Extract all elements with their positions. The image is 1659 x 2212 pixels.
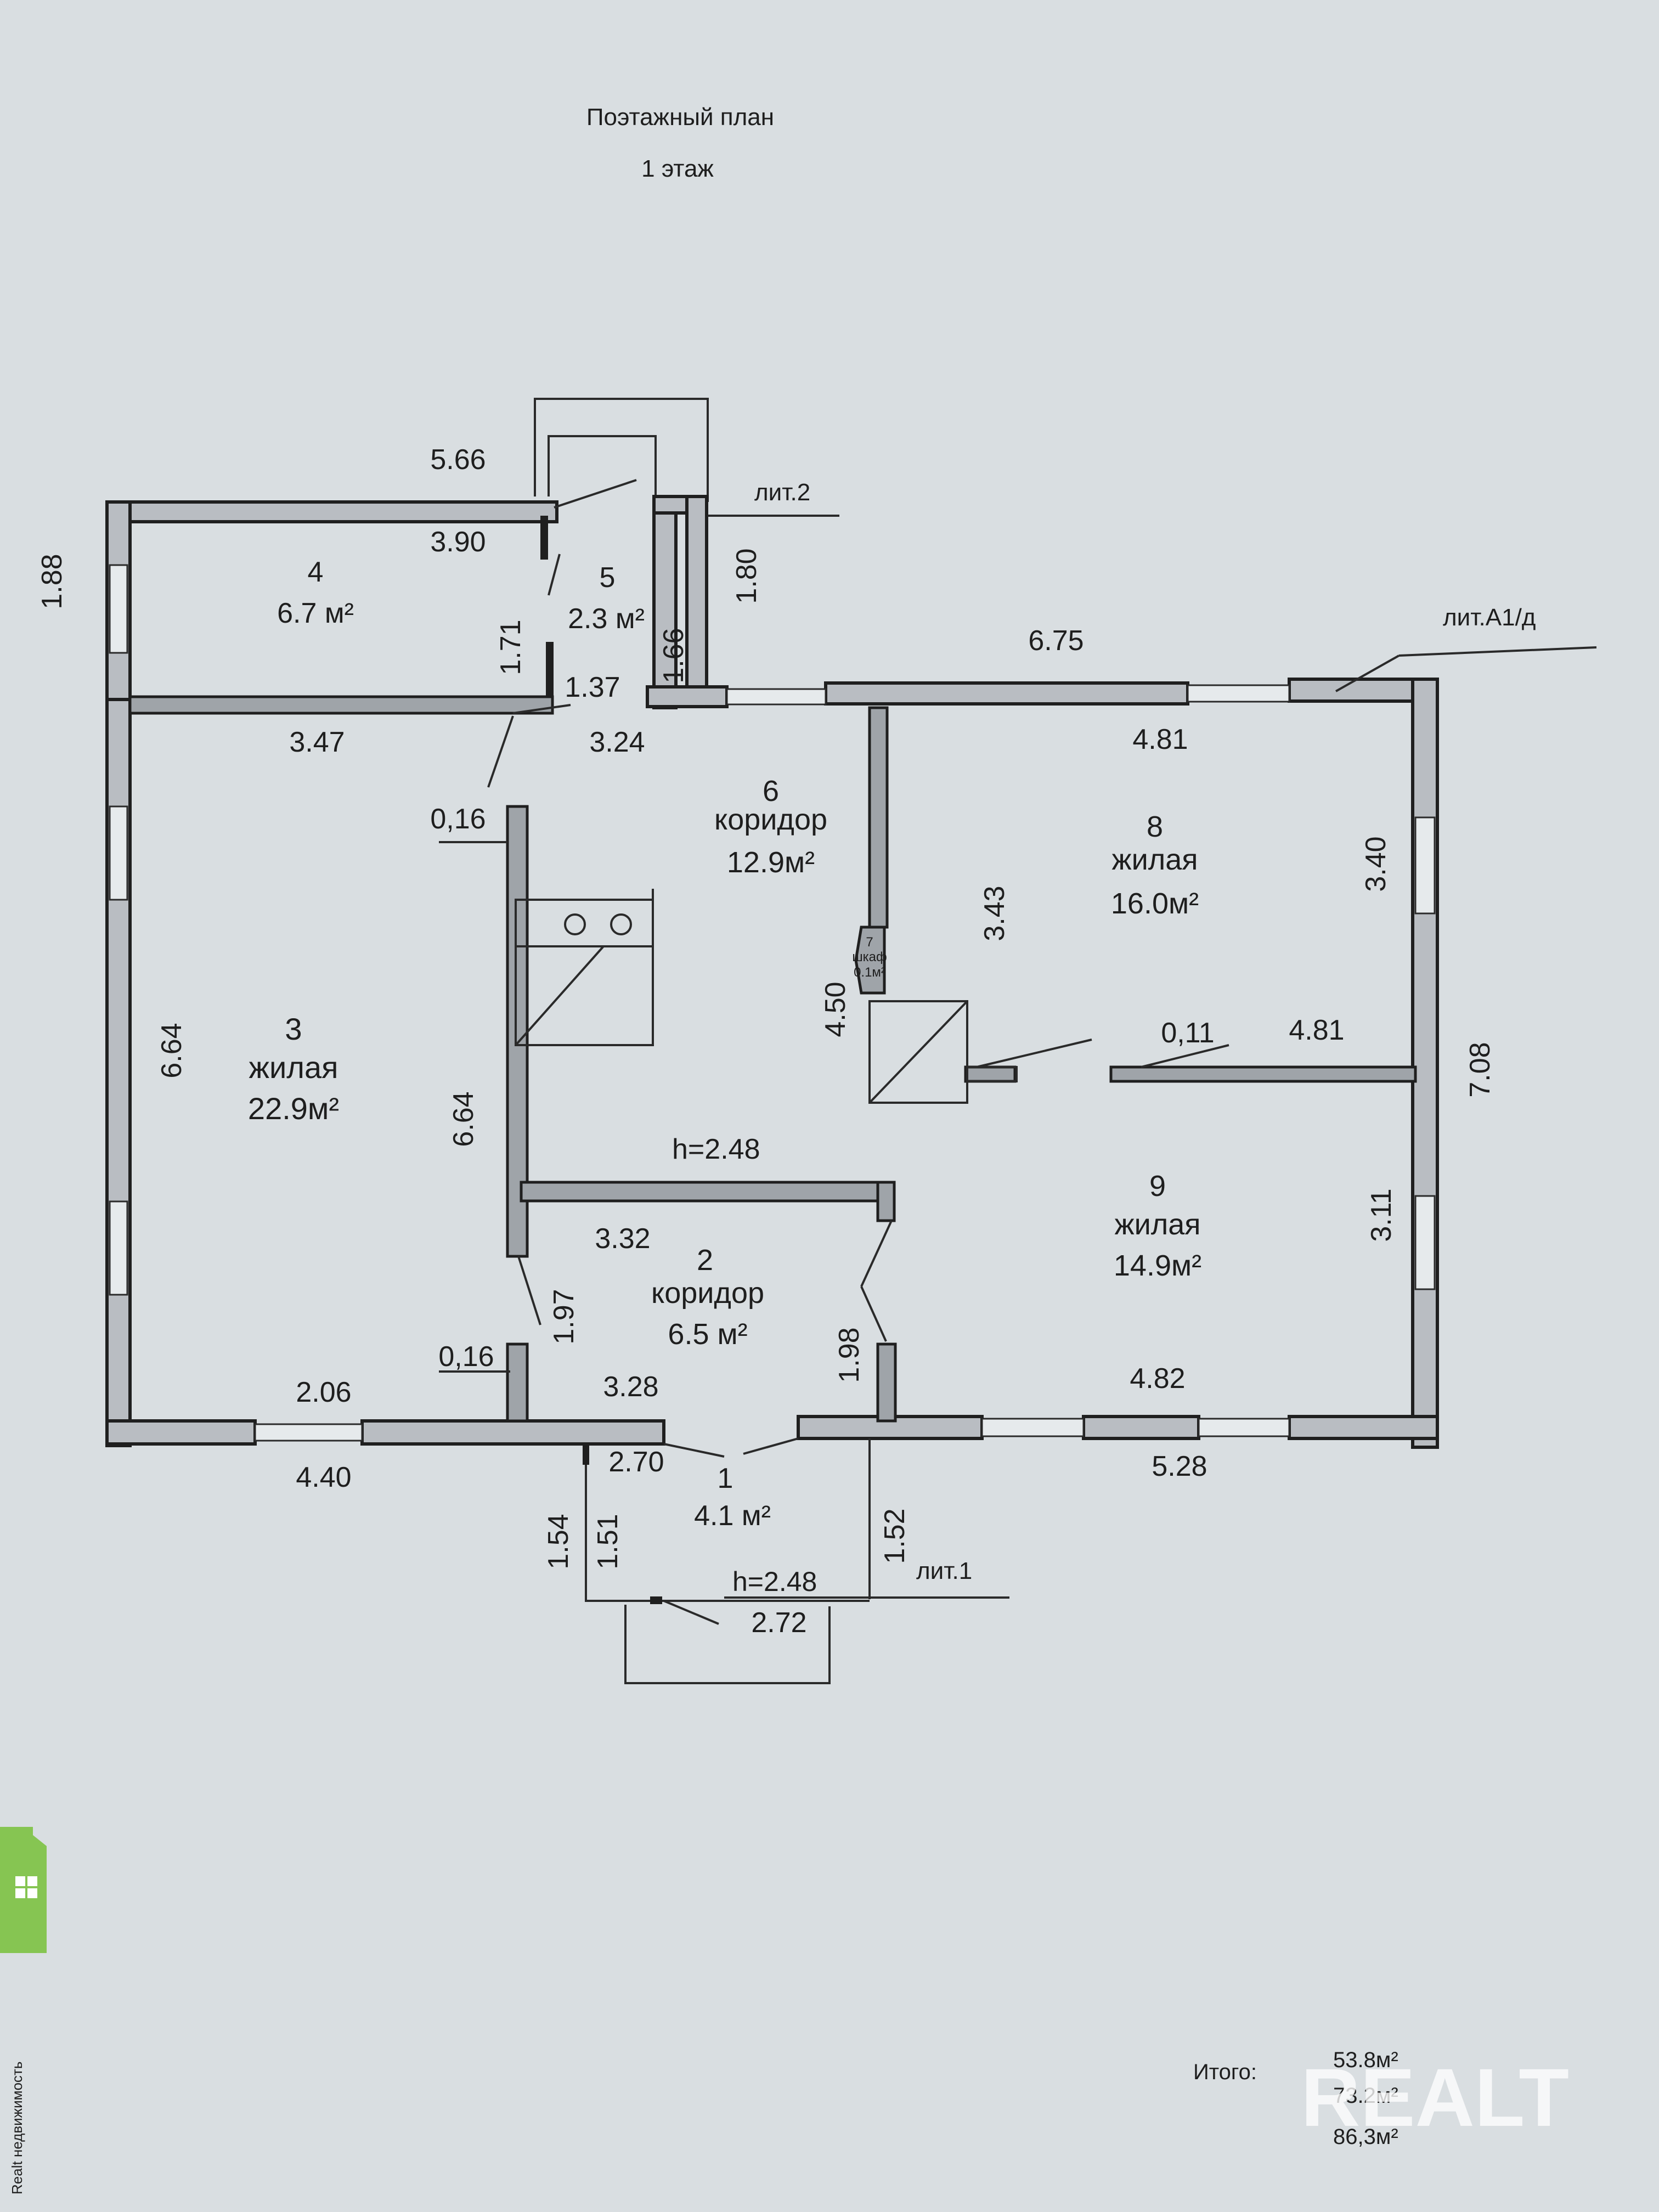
dim-4-81-top: 4.81 xyxy=(1132,724,1188,755)
room-2-name: коридор xyxy=(651,1277,764,1310)
dim-6-64-left: 6.64 xyxy=(156,1023,188,1078)
room-1-area: 4.1 м² xyxy=(694,1500,771,1532)
room-3-number: 3 xyxy=(285,1012,302,1046)
dim-1-88: 1.88 xyxy=(36,554,68,609)
dim-1-97: 1.97 xyxy=(548,1289,580,1344)
room-3-name: жилая xyxy=(249,1050,338,1085)
room-6-area: 12.9м² xyxy=(727,846,815,879)
realt-watermark: REALT xyxy=(1301,2051,1569,2143)
realt-side-text: Realt недвижимость xyxy=(9,2062,25,2194)
dim-5-66: 5.66 xyxy=(430,444,486,476)
room-5-area: 2.3 м² xyxy=(568,603,645,635)
exterior-walls xyxy=(105,495,1439,1449)
room-9-area: 14.9м² xyxy=(1114,1249,1201,1282)
dim-0-16-top: 0,16 xyxy=(430,803,486,835)
room-9-number: 9 xyxy=(1149,1170,1166,1203)
dim-4-81-mid: 4.81 xyxy=(1289,1014,1344,1046)
dim-1-66: 1.66 xyxy=(658,628,690,683)
dim-3-47: 3.47 xyxy=(289,726,345,758)
room-2-label: 2 коридор 6.5 м² xyxy=(651,1244,764,1351)
dim-3-28: 3.28 xyxy=(603,1371,658,1403)
dim-4-50: 4.50 xyxy=(820,981,851,1037)
room-8-label: 8 жилая 16.0м² xyxy=(1111,810,1199,920)
dim-4-40: 4.40 xyxy=(296,1462,351,1493)
room-2-area: 6.5 м² xyxy=(668,1318,747,1351)
room-7-number: 7 xyxy=(866,935,873,950)
dim-3-40: 3.40 xyxy=(1360,836,1392,891)
dim-2-72: 2.72 xyxy=(751,1607,806,1639)
dimension-labels: 5.66 3.90 1.37 6.75 3.47 3.24 4.81 0,16 … xyxy=(289,444,1344,1639)
room-8-area: 16.0м² xyxy=(1111,887,1199,920)
dim-1-52: 1.52 xyxy=(879,1508,911,1564)
interior-walls xyxy=(128,516,1417,1423)
porch-top-outline xyxy=(534,398,709,502)
room-1-label: 1 4.1 м² xyxy=(694,1463,771,1532)
dim-1-98: 1.98 xyxy=(833,1327,865,1383)
dim-1-71: 1.71 xyxy=(495,619,527,675)
dim-1-37: 1.37 xyxy=(565,672,620,703)
dim-1-51: 1.51 xyxy=(592,1514,624,1569)
room-1-number: 1 xyxy=(718,1463,733,1494)
lit-a1d-label: лит.А1/д xyxy=(1443,604,1536,631)
windows xyxy=(109,564,1436,1442)
total-overall-area: 86,3м² xyxy=(1333,2125,1398,2149)
dim-5-28: 5.28 xyxy=(1152,1451,1207,1482)
room-4-number: 4 xyxy=(308,556,324,588)
dim-0-16-bottom: 0,16 xyxy=(438,1341,494,1373)
room-3-area: 22.9м² xyxy=(248,1091,339,1126)
dim-6-75: 6.75 xyxy=(1028,625,1084,657)
dim-2-70: 2.70 xyxy=(608,1446,664,1478)
dim-4-82: 4.82 xyxy=(1130,1363,1185,1395)
stove xyxy=(515,889,654,1046)
room-7-label: 7 шкаф 0.1м² xyxy=(852,935,887,980)
room-8-number: 8 xyxy=(1147,810,1163,843)
stove-2 xyxy=(868,1000,1018,1104)
room-7-name: шкаф xyxy=(852,950,887,964)
dim-2-06: 2.06 xyxy=(296,1376,351,1408)
totals-label: Итого: xyxy=(1193,2060,1257,2084)
dim-6-64-right: 6.64 xyxy=(448,1091,479,1147)
lit-2-label: лит.2 xyxy=(754,479,810,506)
room-4-area: 6.7 м² xyxy=(277,597,354,629)
realt-side-logo xyxy=(0,1827,47,1953)
total-living-area: 53.8м² xyxy=(1333,2048,1398,2072)
dim-1-80: 1.80 xyxy=(731,548,763,603)
ceiling-height-main: h=2.48 xyxy=(672,1133,760,1165)
room-6-number: 6 xyxy=(763,775,779,808)
room-5-label: 5 2.3 м² xyxy=(568,562,645,635)
entrance-porch xyxy=(583,1437,871,1684)
leader-lines xyxy=(439,479,1597,1599)
room-6-name: коридор xyxy=(714,803,827,836)
dim-3-24: 3.24 xyxy=(589,726,645,758)
room-3-label: 3 жилая 22.9м² xyxy=(248,1012,339,1126)
room-4-label: 4 6.7 м² xyxy=(277,556,354,629)
room-9-name: жилая xyxy=(1114,1208,1200,1241)
room-7-area: 0.1м² xyxy=(854,965,885,980)
totals: Итого: 53.8м² 73.2м² 86,3м² xyxy=(1193,2048,1398,2149)
dim-3-90: 3.90 xyxy=(430,526,486,558)
plan-subtitle: 1 этаж xyxy=(641,155,714,182)
room-9-label: 9 жилая 14.9м² xyxy=(1114,1170,1201,1282)
dim-3-43: 3.43 xyxy=(979,885,1011,941)
dimension-labels-vertical: 1.88 1.71 1.80 1.66 3.40 3.43 4.50 7.08 … xyxy=(36,548,1496,1569)
plan-title: Поэтажный план xyxy=(586,104,774,131)
dim-3-11: 3.11 xyxy=(1365,1188,1397,1242)
room-2-number: 2 xyxy=(697,1244,713,1277)
ceiling-height-porch: h=2.48 xyxy=(732,1566,817,1597)
dim-7-08: 7.08 xyxy=(1464,1042,1496,1097)
room-6-label: 6 коридор 12.9м² xyxy=(714,775,827,879)
dim-0-11: 0,11 xyxy=(1161,1017,1214,1049)
lit-1-label: лит.1 xyxy=(916,1558,972,1584)
room-5-number: 5 xyxy=(600,562,616,594)
dim-3-32: 3.32 xyxy=(595,1223,650,1255)
room-8-name: жилая xyxy=(1111,843,1198,876)
total-usable-area: 73.2м² xyxy=(1333,2084,1398,2108)
dim-1-54: 1.54 xyxy=(543,1514,574,1569)
